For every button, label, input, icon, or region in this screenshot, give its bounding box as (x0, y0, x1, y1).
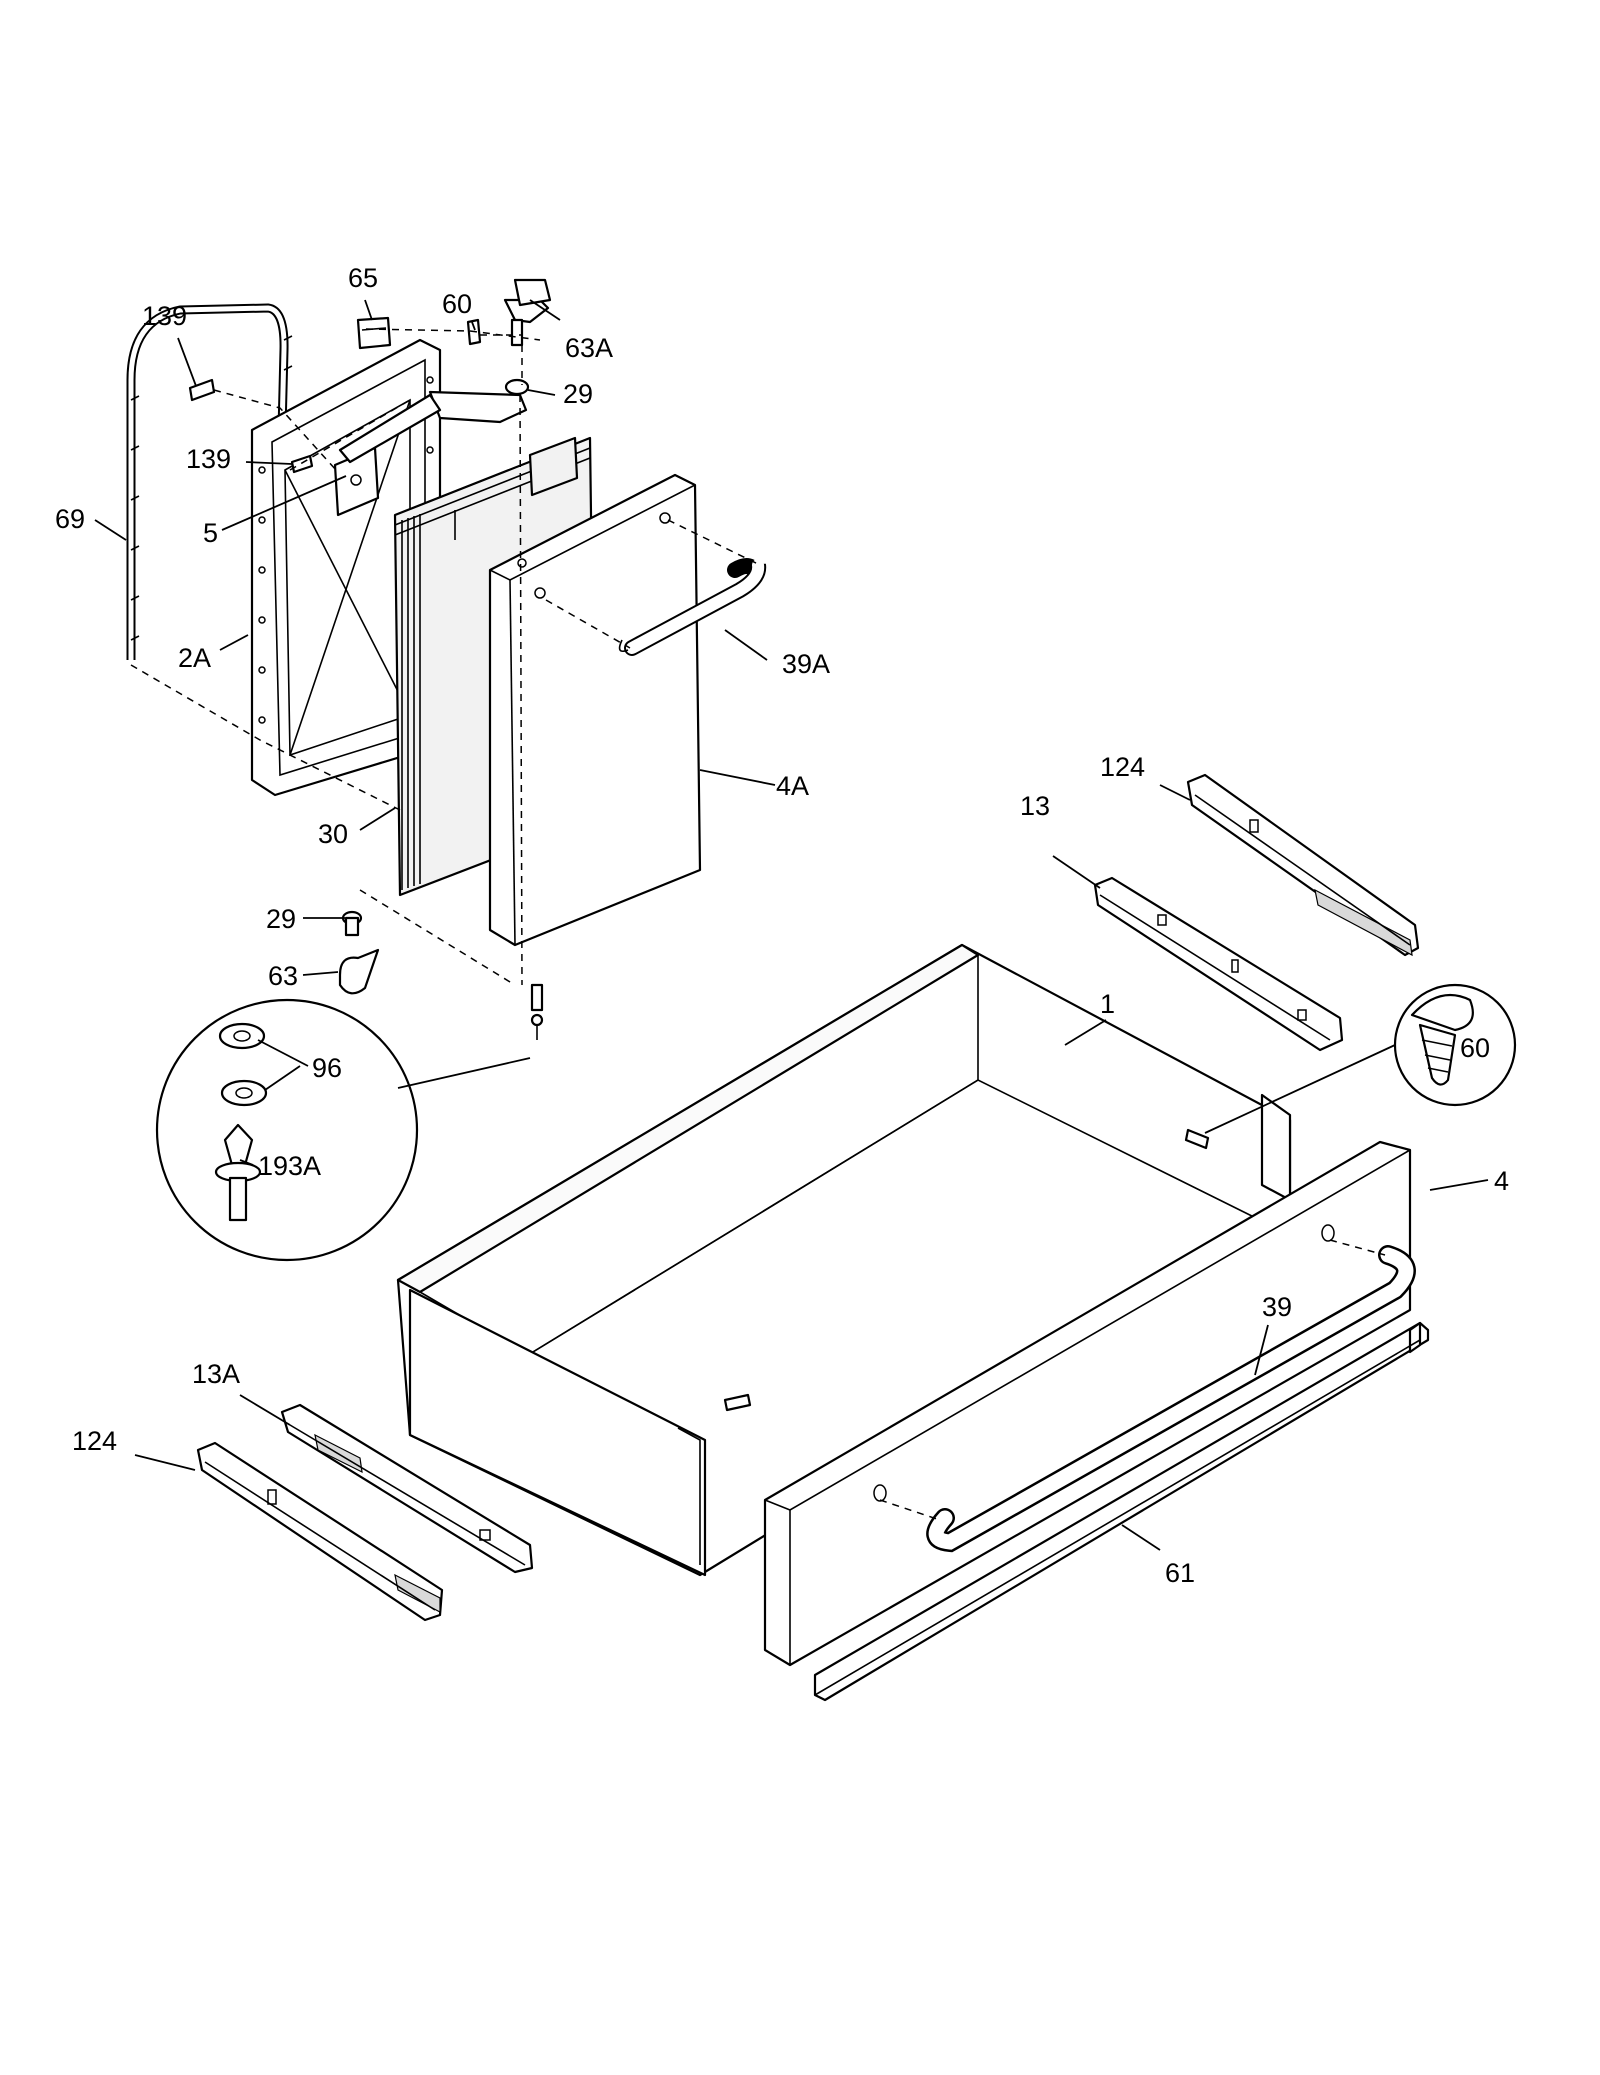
label-39: 39 (1262, 1292, 1292, 1322)
door-liner-2A (250, 338, 442, 797)
hinge-bottom-hardware (338, 910, 544, 1040)
detail-circle-washers (155, 998, 531, 1262)
label-63A: 63A (565, 333, 613, 363)
leader-lines (94, 299, 1489, 1551)
label-13A: 13A (192, 1359, 240, 1389)
label-124-right: 124 (1100, 752, 1145, 782)
door-panel-4A (488, 473, 702, 947)
door-gasket-69 (126, 303, 293, 660)
label-65: 65 (348, 263, 378, 293)
inner-rail-left-13A (280, 1403, 534, 1574)
drawer-handle-39 (879, 1239, 1416, 1553)
label-124-left: 124 (72, 1426, 117, 1456)
label-96: 96 (312, 1053, 342, 1083)
label-60-circle: 60 (1460, 1033, 1490, 1063)
label-139-mid: 139 (186, 444, 231, 474)
label-60-top: 60 (442, 289, 472, 319)
label-1: 1 (1100, 989, 1115, 1019)
label-139-top: 139 (142, 301, 187, 331)
label-29-bottom: 29 (266, 904, 296, 934)
label-2A: 2A (178, 643, 211, 673)
label-13: 13 (1020, 791, 1050, 821)
door-handle-39A (618, 558, 767, 656)
label-193A: 193A (258, 1151, 321, 1181)
assembly-lines-upper (130, 328, 761, 986)
outer-slide-left-124 (196, 1441, 444, 1622)
drawer-body-1 (396, 943, 1292, 1577)
label-61: 61 (1165, 1558, 1195, 1588)
drawer-trim-61 (813, 1321, 1430, 1702)
clip-65 (356, 316, 392, 350)
label-63: 63 (268, 961, 298, 991)
part-labels: 65 139 60 63A 29 139 69 5 2A 39A 4A 30 1… (55, 263, 1509, 1588)
label-4: 4 (1494, 1166, 1509, 1196)
label-39A: 39A (782, 649, 830, 679)
hinge-bracket-5 (333, 446, 380, 517)
detail-circle-screw (1204, 983, 1517, 1134)
hinge-top-hardware (338, 278, 552, 464)
outer-slide-right-124 (1186, 773, 1420, 957)
inner-rail-right-13 (1093, 876, 1344, 1052)
label-30: 30 (318, 819, 348, 849)
label-4A: 4A (776, 771, 809, 801)
label-5: 5 (203, 518, 218, 548)
label-69: 69 (55, 504, 85, 534)
drawer-screws (723, 1128, 1210, 1412)
label-29-top: 29 (563, 379, 593, 409)
